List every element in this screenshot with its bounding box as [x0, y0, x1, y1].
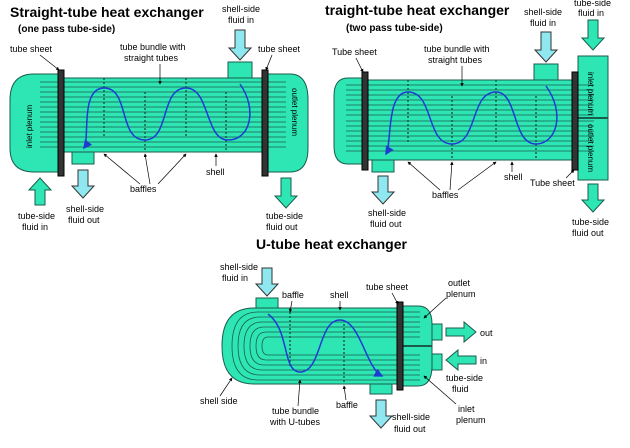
- d2-tube-bundle-label-2: straight tubes: [428, 55, 483, 65]
- d3-outlet-plenum-label-1: outlet: [448, 278, 471, 288]
- d2-tube-in-label-1: tube-side: [574, 0, 611, 8]
- d1-shell-in-arrow: [227, 29, 253, 61]
- d3-outlet-plenum-label-2: plenum: [446, 289, 476, 299]
- d1-tube-in-label-2: fluid in: [22, 222, 48, 232]
- diagram-one-pass: Straight-tube heat exchanger (one pass t…: [9, 4, 309, 232]
- d3-shell-out-label-1: shell-side: [392, 412, 430, 422]
- d3-shell-inlet-nozzle: [255, 297, 279, 309]
- d1-tube-sheet-right-label: tube sheet: [258, 44, 301, 54]
- d1-tube-bundle-label-1: tube bundle with: [120, 42, 186, 52]
- d3-outlet-nozzle: [431, 323, 443, 341]
- d3-shell-in-label-2: fluid in: [222, 273, 248, 283]
- d3-tube-bundle-label-2: with U-tubes: [269, 417, 321, 427]
- d3-u-tubes: [231, 311, 420, 381]
- d2-shell-in-label-2: fluid in: [530, 18, 556, 28]
- diagram3-title: U-tube heat exchanger: [256, 236, 407, 252]
- d2-shell-out-label-2: fluid out: [370, 219, 402, 229]
- d1-tube-out-label-2: fluid out: [266, 222, 298, 232]
- d2-tube-in-arrow: [580, 19, 606, 51]
- d2-shell-inlet-nozzle: [533, 63, 559, 81]
- d1-shell-in-label-1: shell-side: [222, 4, 260, 14]
- d2-outlet-plenum-label: outlet plenum: [586, 124, 595, 172]
- d1-shell-in-label-2: fluid in: [228, 15, 254, 25]
- d3-shell-in-arrow: [254, 267, 280, 297]
- d3-shell-flow: [267, 313, 384, 377]
- diagram1-subtitle: (one pass tube-side): [18, 24, 115, 35]
- d1-shell-flow: [83, 83, 251, 150]
- d3-baffle-bottom-label: baffle: [336, 400, 358, 410]
- d3-tube-side-label-2: fluid: [452, 384, 469, 394]
- diagram1-title: Straight-tube heat exchanger: [10, 4, 204, 20]
- d3-inlet-plenum-label-2: plenum: [456, 415, 486, 425]
- d2-tube-bundle-label-1: tube bundle with: [424, 44, 490, 54]
- d2-baffles-label: baffles: [432, 190, 459, 200]
- d2-tube-out-label-1: tube-side: [572, 217, 609, 227]
- d1-tube-bundle-label-2: straight tubes: [124, 53, 179, 63]
- d3-tube-side-label-1: tube-side: [446, 373, 483, 383]
- d1-shell-out-label-1: shell-side: [66, 204, 104, 214]
- d2-inlet-plenum-label: inlet plenum: [586, 72, 595, 115]
- d2-shell-out-arrow: [370, 175, 396, 205]
- d1-shell-out-arrow: [70, 169, 96, 199]
- d2-shell-outlet-nozzle: [371, 159, 395, 173]
- d1-shell: [61, 77, 265, 153]
- d1-tube-in-label-1: tube-side: [18, 211, 55, 221]
- d3-inlet-nozzle: [431, 353, 443, 371]
- d2-shell: [363, 79, 577, 161]
- d1-inlet-plenum: [9, 73, 61, 173]
- d2-baffles: [407, 80, 537, 160]
- d3-out-label: out: [480, 328, 493, 338]
- d1-inlet-plenum-label: inlet plenum: [25, 105, 34, 148]
- d1-tube-sheet-left-label: tube sheet: [10, 44, 53, 54]
- d1-shell-out-label-2: fluid out: [68, 215, 100, 225]
- d2-shell-flow: [385, 85, 558, 156]
- d2-tube-sheet-right: [571, 71, 579, 171]
- d3-tube-sheet-label: tube sheet: [366, 282, 409, 292]
- d3-shell-side-label: shell side: [200, 396, 238, 406]
- d1-tube-out-arrow: [273, 177, 299, 209]
- diagram-two-pass: traight-tube heat exchanger (two pass tu…: [325, 0, 611, 238]
- d1-outlet-plenum-label: outlet plenum: [290, 88, 299, 136]
- d3-tube-sheet: [396, 301, 404, 391]
- d3-shell-outlet-nozzle: [369, 383, 393, 395]
- d2-tube-in-label-2: fluid in: [578, 8, 604, 18]
- d2-shell-in-label-1: shell-side: [524, 7, 562, 17]
- d3-out-arrow: [445, 320, 477, 344]
- d1-shell-label: shell: [206, 167, 225, 177]
- d1-tube-out-label-1: tube-side: [266, 211, 303, 221]
- d1-baffles-label: baffles: [130, 184, 157, 194]
- d2-tube-sheet-left: [361, 71, 369, 171]
- d3-shell-out-label-2: fluid out: [394, 424, 426, 434]
- d3-shell-in-label-1: shell-side: [220, 262, 258, 272]
- d3-in-arrow: [445, 348, 477, 372]
- d2-tube-sheet-right-label: Tube sheet: [530, 178, 575, 188]
- d3-baffles: [289, 308, 345, 384]
- d2-shell-label: shell: [504, 172, 523, 182]
- d1-tube-in-arrow: [27, 177, 53, 206]
- d3-shell-out-arrow: [368, 399, 394, 429]
- d3-shell-label: shell: [330, 290, 349, 300]
- diagram-u-tube: U-tube heat exchanger: [200, 236, 493, 434]
- d3-inlet-plenum-label-1: inlet: [458, 404, 475, 414]
- d3-tube-bundle-label-1: tube bundle: [272, 406, 319, 416]
- d1-tube-sheet-left: [57, 69, 65, 177]
- d1-tube-sheet-right: [261, 69, 269, 177]
- d1-shell-inlet-nozzle: [227, 61, 253, 79]
- diagram2-title: traight-tube heat exchanger: [325, 2, 510, 18]
- d2-tube-sheet-left-label: Tube sheet: [332, 47, 377, 57]
- d3-in-label: in: [480, 356, 487, 366]
- d2-tube-out-arrow: [580, 183, 606, 213]
- diagram2-subtitle: (two pass tube-side): [346, 23, 443, 34]
- d3-baffle-top-label: baffle: [282, 290, 304, 300]
- d1-outlet-plenum: [265, 73, 309, 173]
- d2-tube-out-label-2: fluid out: [572, 228, 604, 238]
- d1-tube-bundle: [40, 81, 286, 148]
- d2-shell-in-arrow: [533, 31, 559, 63]
- d2-shell-out-label-1: shell-side: [368, 208, 406, 218]
- d1-shell-outlet-nozzle: [71, 151, 95, 165]
